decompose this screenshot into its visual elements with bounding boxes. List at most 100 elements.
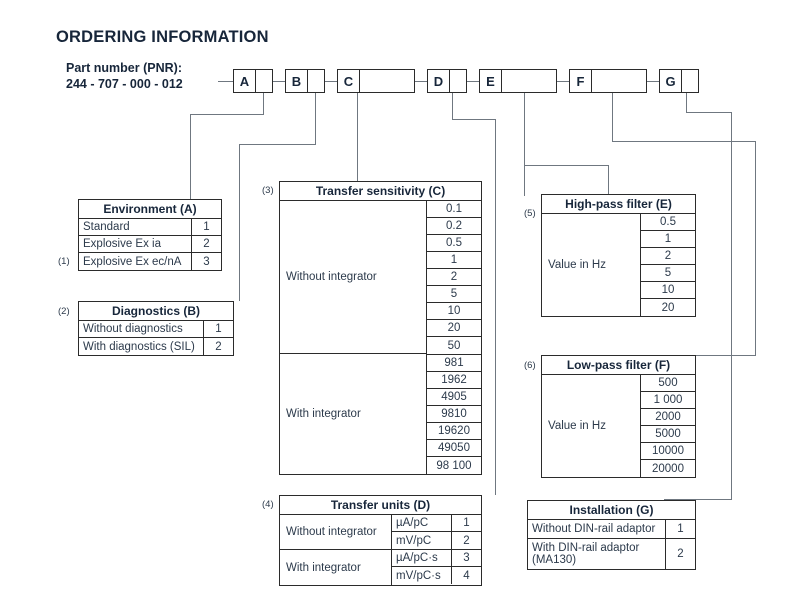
ts-value[interactable]: 981 bbox=[427, 355, 481, 372]
leader-pnr-to-a bbox=[218, 81, 236, 83]
ts-label-with-integrator: With integrator bbox=[286, 407, 361, 420]
hp-values: 0.5 1 2 5 10 20 bbox=[640, 214, 695, 316]
code-value-b[interactable] bbox=[308, 70, 324, 92]
ts-value[interactable]: 20 bbox=[427, 320, 481, 337]
pnr-label-line1: Part number (PNR): bbox=[66, 61, 182, 75]
code-value-a[interactable] bbox=[256, 70, 272, 92]
code-box-g[interactable]: G bbox=[659, 69, 699, 93]
connector-e-f bbox=[556, 81, 572, 83]
table-diagnostics-rows: Without diagnostics 1 With diagnostics (… bbox=[79, 321, 233, 355]
leader-g-v1 bbox=[686, 93, 688, 113]
diag-label-1: Without diagnostics bbox=[83, 323, 183, 335]
ts-value[interactable]: 19620 bbox=[427, 423, 481, 440]
code-box-a[interactable]: A bbox=[233, 69, 273, 93]
table-row[interactable]: mV/pC 2 bbox=[392, 532, 481, 549]
tu-body: Without integrator With integrator µA/pC… bbox=[280, 515, 481, 585]
code-value-c[interactable] bbox=[360, 70, 414, 92]
code-letter-b: B bbox=[286, 70, 308, 92]
hp-value[interactable]: 1 bbox=[641, 231, 695, 248]
tu-values: µA/pC 1 mV/pC 2 µA/pC·s 3 mV/pC·s bbox=[391, 515, 481, 585]
code-value-e[interactable] bbox=[502, 70, 556, 92]
hp-value[interactable]: 2 bbox=[641, 248, 695, 265]
leader-d-v2 bbox=[495, 119, 497, 495]
page-title: ORDERING INFORMATION bbox=[56, 28, 269, 46]
footnote-marker-4: (4) bbox=[262, 499, 274, 510]
leader-e-v2 bbox=[608, 165, 610, 194]
code-box-d[interactable]: D bbox=[427, 69, 467, 93]
leader-f-v2 bbox=[755, 141, 757, 356]
table-row[interactable]: Explosive Ex ec/nA 3 bbox=[79, 253, 221, 270]
code-letter-f: F bbox=[570, 70, 592, 92]
table-row[interactable]: mV/pC·s 4 bbox=[392, 567, 481, 584]
code-box-e[interactable]: E bbox=[479, 69, 557, 93]
ts-value[interactable]: 10 bbox=[427, 303, 481, 320]
hp-label-text: Value in Hz bbox=[548, 259, 606, 271]
code-box-f[interactable]: F bbox=[569, 69, 647, 93]
inst-label-2: With DIN-rail adaptor (MA130) bbox=[532, 542, 640, 566]
hp-value[interactable]: 20 bbox=[661, 301, 675, 314]
leader-f-v1 bbox=[612, 93, 614, 142]
table-row[interactable]: Standard 1 bbox=[79, 219, 221, 236]
ts-value[interactable]: 5 bbox=[427, 286, 481, 303]
ts-value[interactable]: 0.1 bbox=[427, 201, 481, 218]
hp-value[interactable]: 5 bbox=[641, 265, 695, 282]
tu-unit: mV/pC bbox=[396, 534, 432, 547]
code-value-f[interactable] bbox=[592, 70, 646, 92]
ts-value[interactable]: 9810 bbox=[427, 406, 481, 423]
lp-value[interactable]: 5000 bbox=[641, 426, 695, 443]
table-row[interactable]: µA/pC·s 3 bbox=[392, 550, 481, 567]
tu-code: 1 bbox=[451, 515, 481, 531]
table-row[interactable]: With DIN-rail adaptor (MA130) 2 bbox=[528, 539, 695, 569]
ts-label-without-integrator: Without integrator bbox=[286, 271, 377, 283]
lp-value[interactable]: 2000 bbox=[641, 409, 695, 426]
env-code-3: 3 bbox=[191, 253, 221, 270]
hp-value[interactable]: 10 bbox=[641, 282, 695, 299]
lp-label-text: Value in Hz bbox=[548, 420, 606, 432]
footnote-marker-2: (2) bbox=[58, 306, 70, 317]
lp-value[interactable]: 20000 bbox=[652, 462, 684, 475]
code-box-c[interactable]: C bbox=[337, 69, 415, 93]
code-value-g[interactable] bbox=[682, 70, 698, 92]
code-value-d[interactable] bbox=[450, 70, 466, 92]
ts-value[interactable]: 2 bbox=[427, 269, 481, 286]
table-transfer-units-caption: Transfer units (D) bbox=[280, 496, 481, 515]
tu-values-group-0: µA/pC 1 mV/pC 2 bbox=[392, 515, 481, 550]
code-letter-d: D bbox=[428, 70, 450, 92]
table-row[interactable]: Without diagnostics 1 bbox=[79, 321, 233, 338]
ts-value[interactable]: 1 bbox=[427, 252, 481, 269]
leader-a-h bbox=[190, 114, 264, 116]
tu-unit: µA/pC·s bbox=[396, 552, 438, 564]
tu-group-label-1: With integrator bbox=[280, 550, 391, 585]
lp-value[interactable]: 500 bbox=[641, 375, 695, 392]
table-row[interactable]: µA/pC 1 bbox=[392, 515, 481, 532]
table-row[interactable]: With diagnostics (SIL) 2 bbox=[79, 338, 233, 355]
table-high-pass-caption: High-pass filter (E) bbox=[542, 195, 695, 214]
ts-value[interactable]: 49050 bbox=[427, 440, 481, 457]
pnr-label-line2: 244 - 707 - 000 - 012 bbox=[66, 77, 183, 91]
diag-code-2: 2 bbox=[203, 338, 233, 355]
lp-value[interactable]: 1 000 bbox=[641, 392, 695, 409]
tu-values-group-1: µA/pC·s 3 mV/pC·s 4 bbox=[392, 550, 481, 584]
leader-a-v1 bbox=[263, 93, 265, 115]
ts-value[interactable]: 0.5 bbox=[427, 235, 481, 252]
ts-values-group-1: 981 1962 4905 9810 19620 49050 98 100 bbox=[427, 355, 481, 474]
ts-value[interactable]: 4905 bbox=[427, 389, 481, 406]
code-box-b[interactable]: B bbox=[285, 69, 325, 93]
table-environment-caption: Environment (A) bbox=[79, 200, 221, 219]
leader-d-v1 bbox=[452, 93, 454, 120]
ts-value[interactable]: 1962 bbox=[427, 372, 481, 389]
tu-unit: µA/pC bbox=[396, 517, 429, 529]
ts-values: 0.1 0.2 0.5 1 2 5 10 20 50 981 1962 4905… bbox=[426, 201, 481, 474]
ts-value[interactable]: 0.2 bbox=[427, 218, 481, 235]
table-row[interactable]: Explosive Ex ia 2 bbox=[79, 236, 221, 253]
hp-label: Value in Hz bbox=[542, 214, 640, 316]
ts-value[interactable]: 98 100 bbox=[436, 459, 472, 472]
leader-g-h bbox=[686, 112, 732, 114]
tu-group-label-0: Without integrator bbox=[280, 515, 391, 550]
leader-g-h2 bbox=[664, 499, 732, 501]
lp-value[interactable]: 10000 bbox=[641, 443, 695, 460]
hp-value[interactable]: 0.5 bbox=[641, 214, 695, 231]
ts-value[interactable]: 50 bbox=[447, 339, 461, 352]
table-row[interactable]: Without DIN-rail adaptor 1 bbox=[528, 520, 695, 539]
